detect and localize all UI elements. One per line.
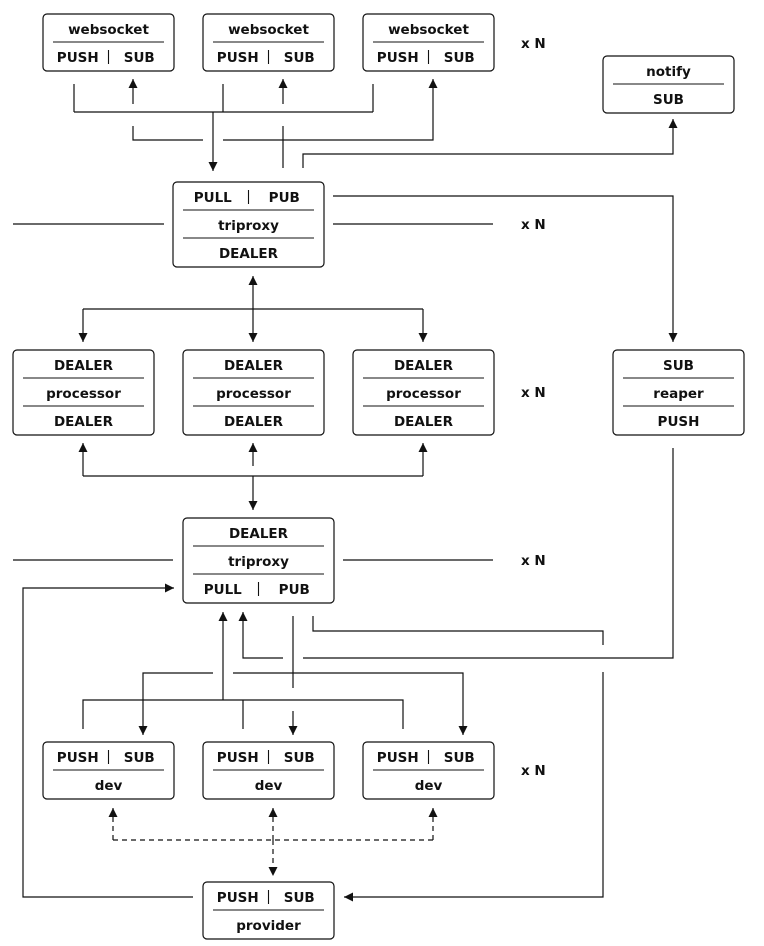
reaper-to-pull	[303, 448, 674, 659]
p2-label: DEALER	[224, 414, 284, 430]
p3-box	[352, 349, 495, 436]
dev1-label: dev	[95, 778, 123, 794]
provider-port-sub: SUB	[284, 890, 315, 906]
p3-label: DEALER	[394, 414, 454, 430]
websocket-multiplier: x N	[521, 36, 546, 52]
reaper-box	[612, 349, 745, 436]
tp1-port-pull: PULL	[194, 190, 232, 206]
tp1-label: DEALER	[219, 246, 279, 262]
ws3-port-sub: SUB	[444, 50, 475, 66]
ws3-label: websocket	[388, 22, 469, 38]
p1-box	[12, 349, 155, 436]
reaper-label: SUB	[663, 358, 694, 374]
reaper-to-pull-end	[238, 612, 283, 659]
p1-label: DEALER	[54, 414, 114, 430]
pub-to-provider-a	[312, 616, 604, 645]
p2-label: processor	[216, 386, 291, 402]
triproxy-top-multiplier: x N	[521, 217, 546, 233]
ws1-label: websocket	[68, 22, 149, 38]
notify-label: notify	[646, 64, 691, 80]
provider-label: provider	[236, 918, 301, 934]
dev1-port-push: PUSH	[57, 750, 99, 766]
p2-label: DEALER	[224, 358, 284, 374]
tp1-box	[172, 181, 325, 268]
dev3-label: dev	[415, 778, 443, 794]
provider-port-push: PUSH	[217, 890, 259, 906]
pub-to-notify	[302, 119, 678, 168]
dev-multiplier: x N	[521, 763, 546, 779]
notify-label: SUB	[653, 92, 684, 108]
pub-to-dev3	[233, 672, 468, 735]
dev3-port-push: PUSH	[377, 750, 419, 766]
ws1-port-sub: SUB	[124, 50, 155, 66]
ws1-port-push: PUSH	[57, 50, 99, 66]
p1-label: DEALER	[54, 358, 114, 374]
dev2-label: dev	[255, 778, 283, 794]
ws3-port-push: PUSH	[377, 50, 419, 66]
processor-multiplier: x N	[521, 385, 546, 401]
dev3-port-sub: SUB	[444, 750, 475, 766]
ws2-port-sub: SUB	[284, 50, 315, 66]
pub-to-reaper	[333, 195, 678, 342]
multipliers: x N x N x N x N x N	[521, 36, 546, 779]
p3-label: DEALER	[394, 358, 454, 374]
dev2-port-push: PUSH	[217, 750, 259, 766]
p3-label: processor	[386, 386, 461, 402]
ws2-label: websocket	[228, 22, 309, 38]
tp2-port-pub: PUB	[279, 582, 310, 598]
p1-label: processor	[46, 386, 121, 402]
tp2-port-pull: PULL	[204, 582, 242, 598]
tp1-label: triproxy	[218, 218, 279, 234]
reaper-label: PUSH	[658, 414, 700, 430]
provider-to-pull	[22, 583, 193, 898]
dev1-port-sub: SUB	[124, 750, 155, 766]
connection-lines	[13, 79, 678, 902]
reaper-label: reaper	[653, 386, 704, 402]
triproxy-bottom-multiplier: x N	[521, 553, 546, 569]
tp2-label: DEALER	[229, 526, 289, 542]
provider-node: PUSH SUB provider	[202, 881, 335, 940]
ws2-port-push: PUSH	[217, 50, 259, 66]
tp2-box	[182, 517, 335, 604]
pub-to-dev1	[138, 672, 213, 735]
dev2-port-sub: SUB	[284, 750, 315, 766]
tp1-port-pub: PUB	[269, 190, 300, 206]
tp2-label: triproxy	[228, 554, 289, 570]
pub-to-provider-b	[344, 672, 604, 902]
sub-fanout-right	[223, 79, 438, 141]
sub-fanout-left	[132, 126, 203, 141]
p2-box	[182, 349, 325, 436]
